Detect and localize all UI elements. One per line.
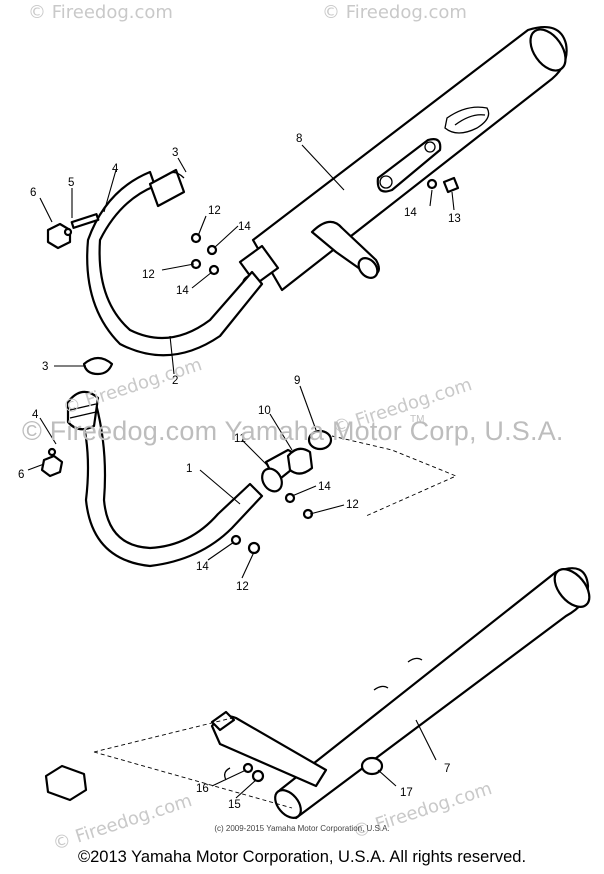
callout-16: 16 <box>196 783 209 795</box>
callout-14: 14 <box>176 285 189 297</box>
lower-muffler[interactable] <box>93 563 596 823</box>
callout-14: 14 <box>404 207 417 219</box>
callout-6: 6 <box>30 187 36 199</box>
callout-14: 14 <box>196 561 209 573</box>
callout-6: 6 <box>18 469 24 481</box>
copyright-small: (c) 2009-2015 Yamaha Motor Corporation, … <box>214 824 390 833</box>
callout-3: 3 <box>42 361 48 373</box>
callout-14: 14 <box>238 221 251 233</box>
callout-7: 7 <box>444 763 450 775</box>
callout-13: 13 <box>448 213 461 225</box>
callout-12: 12 <box>142 269 155 281</box>
callout-9: 9 <box>294 375 300 387</box>
callout-15: 15 <box>228 799 241 811</box>
callout-4: 4 <box>32 409 39 421</box>
watermark-text: © Fireedog.com <box>322 2 467 23</box>
callout-5: 5 <box>68 177 74 189</box>
copyright-footer: ©2013 Yamaha Motor Corporation, U.S.A. A… <box>77 848 527 866</box>
upper-exhaust-pipe[interactable] <box>86 168 264 357</box>
hardware <box>40 176 460 802</box>
callout-labels: 1 2 3 3 4 4 5 6 6 7 8 9 10 11 12 12 12 1… <box>18 133 461 811</box>
callout-10: 10 <box>258 405 271 417</box>
callout-14: 14 <box>318 481 331 493</box>
callout-12: 12 <box>346 499 359 511</box>
callout-3: 3 <box>172 147 178 159</box>
watermark-text: © Fireedog.com <box>28 2 173 23</box>
watermark-center: © Fireedog.com Yamaha Motor Corp, U.S.A. <box>22 416 564 446</box>
callout-8: 8 <box>296 133 302 145</box>
callout-11: 11 <box>234 433 246 445</box>
callout-2: 2 <box>172 375 178 387</box>
callout-12: 12 <box>236 581 249 593</box>
watermark-tm: TM <box>410 414 425 425</box>
callout-17: 17 <box>400 787 413 799</box>
callout-4: 4 <box>112 163 119 175</box>
collector-joint[interactable] <box>258 429 458 517</box>
leader-lines <box>27 144 455 799</box>
callout-1: 1 <box>186 463 192 475</box>
upper-muffler[interactable] <box>238 23 573 292</box>
callout-12: 12 <box>208 205 221 217</box>
lower-exhaust-pipe[interactable] <box>66 390 264 568</box>
